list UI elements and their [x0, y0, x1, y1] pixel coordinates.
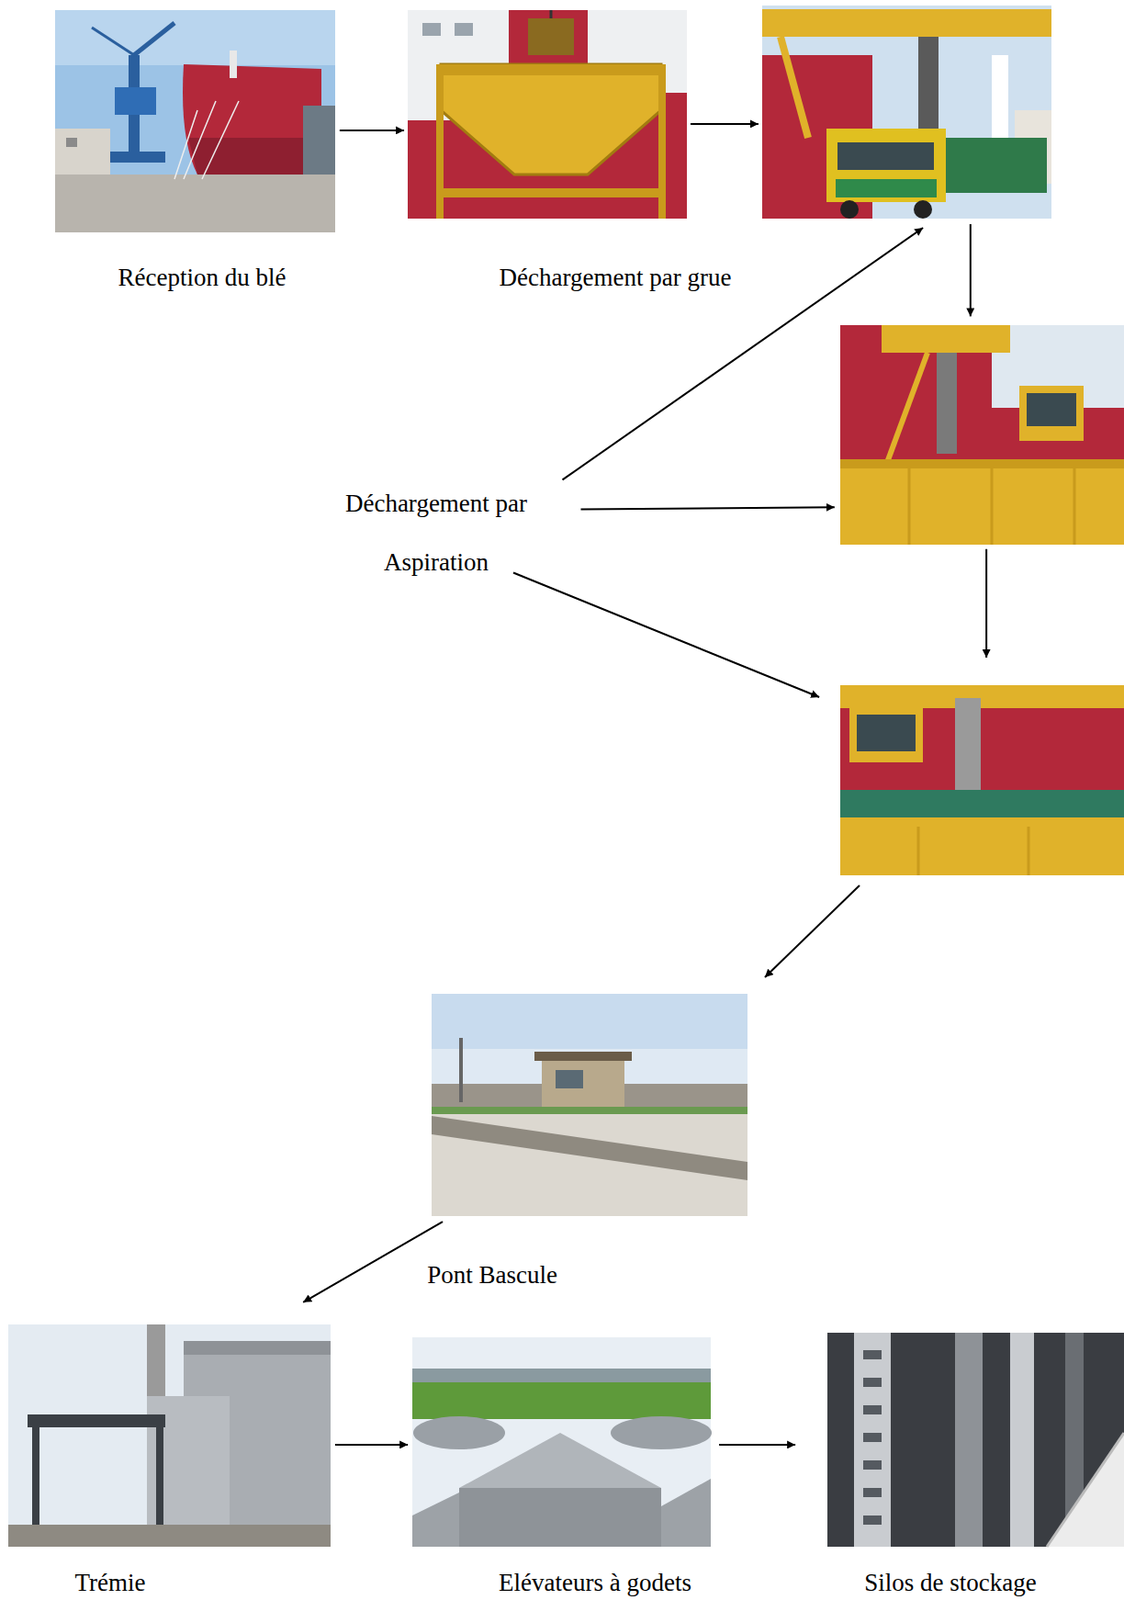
- ship-photo: [55, 10, 336, 233]
- elevator-photo: [827, 1332, 1124, 1547]
- caption-holder: Déchargement par grue: [499, 262, 732, 293]
- weighbridge-photo: [431, 993, 748, 1216]
- flow-arrow: [303, 1221, 443, 1303]
- photo-caption: Déchargement par grue: [499, 263, 732, 292]
- flow-arrow: [335, 1443, 408, 1446]
- caption-holder: Réception du blé: [118, 262, 287, 293]
- photo-caption: Silos de stockage: [864, 1568, 1036, 1597]
- flow-arrow: [719, 1443, 796, 1446]
- flow-arrow: [513, 573, 820, 698]
- photo-box: Déchargement par grue: [407, 10, 687, 219]
- photo-box: [840, 325, 1124, 545]
- photo-caption: Réception du blé: [118, 263, 287, 292]
- process-text: Déchargement par Aspiration: [321, 473, 551, 592]
- caption-holder: Elévateurs à godets: [498, 1567, 692, 1597]
- loading-photo: [840, 685, 1124, 876]
- gantry-photo: [762, 5, 1052, 219]
- photo-box: Réception du blé: [55, 10, 336, 233]
- photo-box: [762, 5, 1052, 219]
- flow-arrow: [581, 506, 835, 509]
- silos-roof-photo: [412, 1337, 712, 1547]
- photo-box: Silos de stockage: [827, 1332, 1124, 1547]
- flow-arrow: [339, 129, 405, 132]
- photo-box: Trémie: [8, 1324, 331, 1547]
- flow-arrow: [969, 224, 972, 316]
- suction-photo: [840, 325, 1124, 545]
- photo-caption: Elévateurs à godets: [498, 1568, 692, 1597]
- flow-arrow: [985, 549, 988, 658]
- photo-caption: Trémie: [74, 1568, 146, 1597]
- step-label: Déchargement par Aspiration: [321, 473, 551, 592]
- flow-arrow: [764, 885, 860, 978]
- caption-holder: Silos de stockage: [864, 1567, 1036, 1597]
- photo-caption: Pont Bascule: [427, 1260, 558, 1289]
- photo-box: Pont Bascule: [431, 993, 748, 1216]
- photo-box: Elévateurs à godets: [412, 1337, 711, 1547]
- photo-box: [840, 685, 1124, 876]
- caption-holder: Trémie: [74, 1567, 146, 1597]
- flow-arrow: [690, 123, 759, 125]
- hopper-photo: [407, 10, 687, 219]
- caption-holder: Pont Bascule: [427, 1259, 558, 1290]
- hopper-shed-photo: [8, 1324, 331, 1547]
